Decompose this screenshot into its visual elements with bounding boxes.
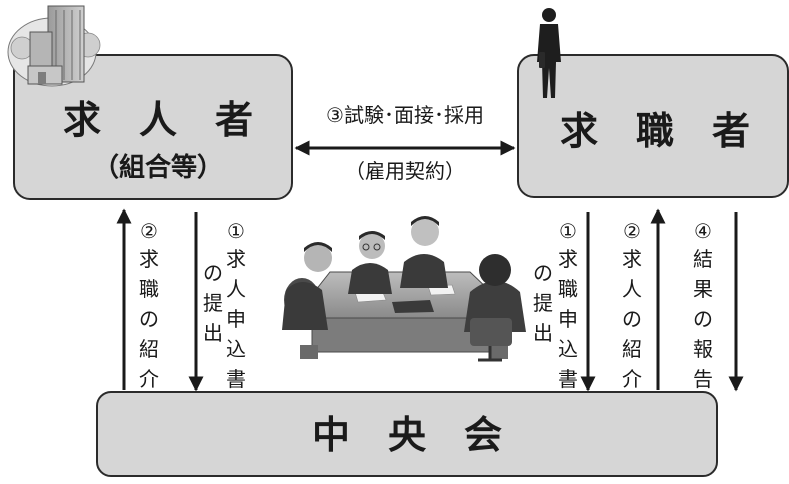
right-down1-number: ①: [559, 219, 577, 243]
right-down2-text: 結果の報告: [693, 247, 713, 391]
vertical-char: 人: [226, 277, 246, 301]
vertical-char: 込: [226, 337, 246, 361]
vertical-char: 出: [203, 321, 223, 345]
vertical-char: 紹: [622, 337, 642, 361]
vertical-char: の: [139, 307, 159, 331]
right-flow-report: ④ 結果の報告: [693, 212, 744, 392]
vertical-char: の: [533, 261, 553, 285]
businessman-silhouette-icon: [537, 8, 561, 98]
vertical-char: 職: [558, 277, 578, 301]
vertical-char: 提: [203, 291, 223, 315]
left-up-number: ②: [140, 219, 158, 243]
center-title: 中 央 会: [312, 413, 502, 457]
vertical-char: 告: [693, 367, 713, 391]
employer-subtitle: （組合等）: [93, 152, 223, 183]
vertical-char: 職: [139, 277, 159, 301]
vertical-char: 提: [533, 291, 553, 315]
left-down-text-main: 求人申込書: [226, 247, 246, 391]
vertical-char: 介: [139, 367, 159, 391]
right-up-text: 求人の紹介: [622, 247, 642, 391]
vertical-char: 求: [622, 247, 642, 271]
interview-connection: ③試験･面接･採用 （雇用契約）: [294, 103, 516, 183]
vertical-char: 申: [226, 307, 246, 331]
vertical-char: 紹: [139, 337, 159, 361]
vertical-char: 求: [558, 247, 578, 271]
seeker-box: 求 職 者: [517, 54, 789, 198]
vertical-char: 求: [226, 247, 246, 271]
right-up-number: ②: [623, 219, 641, 243]
vertical-char: 介: [622, 367, 642, 391]
right-down2-number: ④: [694, 219, 712, 243]
left-flow-referral: ② 求職の紹介: [116, 208, 159, 391]
vertical-char: 結: [693, 247, 713, 271]
left-down-number: ①: [227, 219, 245, 243]
vertical-char: 込: [558, 337, 578, 361]
vertical-char: 出: [533, 321, 553, 345]
vertical-char: の: [203, 261, 223, 285]
interview-label: ③試験･面接･採用: [326, 103, 484, 127]
left-flow-application: ① 求人申込書 の提出: [188, 212, 246, 392]
employer-title: 求 人 者: [63, 98, 253, 142]
vertical-char: の: [622, 307, 642, 331]
employment-contract-label: （雇用契約）: [345, 159, 465, 183]
vertical-char: 果: [693, 277, 713, 301]
vertical-char: 申: [558, 307, 578, 331]
vertical-char: 書: [558, 367, 578, 391]
seeker-title: 求 職 者: [560, 109, 750, 153]
right-flow-application: ① 求職申込書 の提出: [533, 212, 596, 392]
employer-box: 求 人 者 （組合等）: [13, 54, 293, 200]
center-box: 中 央 会: [96, 391, 718, 477]
vertical-char: 報: [693, 337, 713, 361]
right-flow-referral: ② 求人の紹介: [622, 208, 666, 391]
office-building-icon: [7, 5, 101, 87]
meeting-table-illustration: [282, 216, 526, 362]
vertical-char: 書: [226, 367, 246, 391]
right-down1-text-main: 求職申込書: [558, 247, 578, 391]
vertical-char: の: [693, 307, 713, 331]
left-down-text-sub: の提出: [203, 261, 223, 345]
vertical-char: 求: [139, 247, 159, 271]
left-up-text: 求職の紹介: [139, 247, 159, 391]
vertical-char: 人: [622, 277, 642, 301]
right-down1-text-sub: の提出: [533, 261, 553, 345]
